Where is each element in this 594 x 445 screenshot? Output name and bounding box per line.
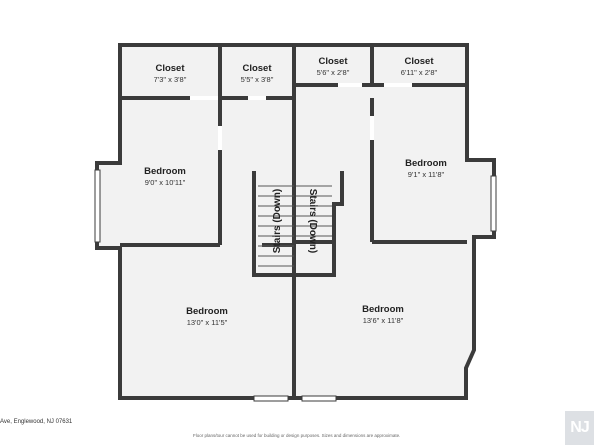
window-bottom-right — [301, 395, 337, 402]
bedroom-upper-left-name: Bedroom — [144, 166, 186, 177]
closet-3-dims: 5'6" x 2'8" — [317, 68, 350, 77]
closet-3-name: Closet — [318, 56, 348, 67]
stairs-label-left: Stairs (Down) — [272, 189, 283, 253]
bedroom-lower-left-dims: 13'0" x 11'5" — [187, 318, 228, 327]
windows — [94, 169, 497, 402]
door-openings — [190, 83, 412, 150]
closet-1-dims: 7'3" x 3'8" — [154, 75, 187, 84]
bedroom-upper-left-dims: 9'0" x 10'11" — [145, 178, 186, 187]
bedroom-upper-right-name: Bedroom — [405, 158, 447, 169]
property-address: Ave, Englewood, NJ 07631 — [0, 419, 73, 425]
closet-4-name: Closet — [404, 56, 434, 67]
stairs-label-right: Stairs (Down) — [307, 189, 318, 253]
bedroom-lower-right-name: Bedroom — [362, 304, 404, 315]
bedroom-lower-right-dims: 13'6" x 11'8" — [363, 316, 404, 325]
window-left — [94, 169, 101, 243]
window-bottom-left — [253, 395, 289, 402]
stair-treads — [258, 185, 332, 267]
closet-2-name: Closet — [242, 63, 272, 74]
closet-1-name: Closet — [155, 63, 185, 74]
window-right — [490, 175, 497, 232]
closet-4-dims: 6'11" x 2'8" — [401, 68, 438, 77]
bedroom-lower-left-name: Bedroom — [186, 306, 228, 317]
closet-2-dims: 5'5" x 3'8" — [241, 75, 274, 84]
floor-plan-disclaimer: Floor plans/tour cannot be used for buil… — [193, 433, 401, 438]
bedroom-upper-right-dims: 9'1" x 11'8" — [408, 170, 445, 179]
brand-logo: NJ — [565, 411, 594, 445]
